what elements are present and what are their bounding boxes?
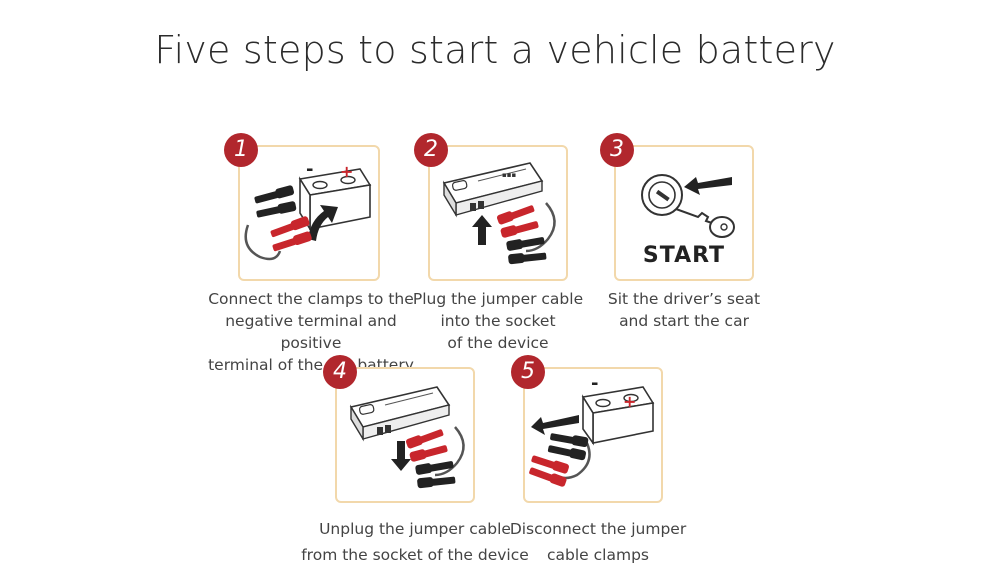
minus-sign: - bbox=[306, 159, 313, 180]
step-5-panel: - + bbox=[523, 367, 663, 503]
plus-sign: + bbox=[623, 392, 636, 411]
step-5-caption: Disconnect the jumper cable clamps bbox=[509, 520, 687, 564]
jump-starter-plug-icon: ▪▪▪ bbox=[442, 162, 556, 265]
battery-disconnect-icon: - + bbox=[529, 373, 655, 487]
step-2-badge: 2 bbox=[414, 133, 448, 167]
step-1-caption: Connect the clamps to the negative termi… bbox=[208, 290, 414, 374]
page-title: Five steps to start a vehicle battery bbox=[154, 28, 836, 72]
step-2-caption: Plug the jumper cable into the socket of… bbox=[412, 290, 584, 352]
svg-text:▪▪▪: ▪▪▪ bbox=[502, 171, 516, 179]
step-1-badge: 1 bbox=[224, 133, 258, 167]
step-2-panel: ▪▪▪ bbox=[428, 145, 568, 281]
step-4-panel bbox=[335, 367, 475, 503]
step-3-caption: Sit the driver’s seat and start the car bbox=[607, 290, 761, 330]
minus-sign: - bbox=[591, 373, 598, 394]
step-5-badge: 5 bbox=[511, 355, 545, 389]
plus-sign: + bbox=[340, 162, 353, 181]
start-label: START bbox=[642, 243, 726, 268]
step-1-panel: - + bbox=[238, 145, 380, 281]
step-3-badge: 3 bbox=[600, 133, 634, 167]
step-4-badge: 4 bbox=[323, 355, 357, 389]
ignition-key-icon bbox=[641, 174, 735, 238]
battery-clamps-icon: - + bbox=[244, 159, 372, 261]
step-3-panel: START bbox=[614, 145, 754, 281]
step-4-caption: Unplug the jumper cable from the socket … bbox=[301, 520, 529, 564]
jump-starter-unplug-icon bbox=[349, 386, 465, 489]
